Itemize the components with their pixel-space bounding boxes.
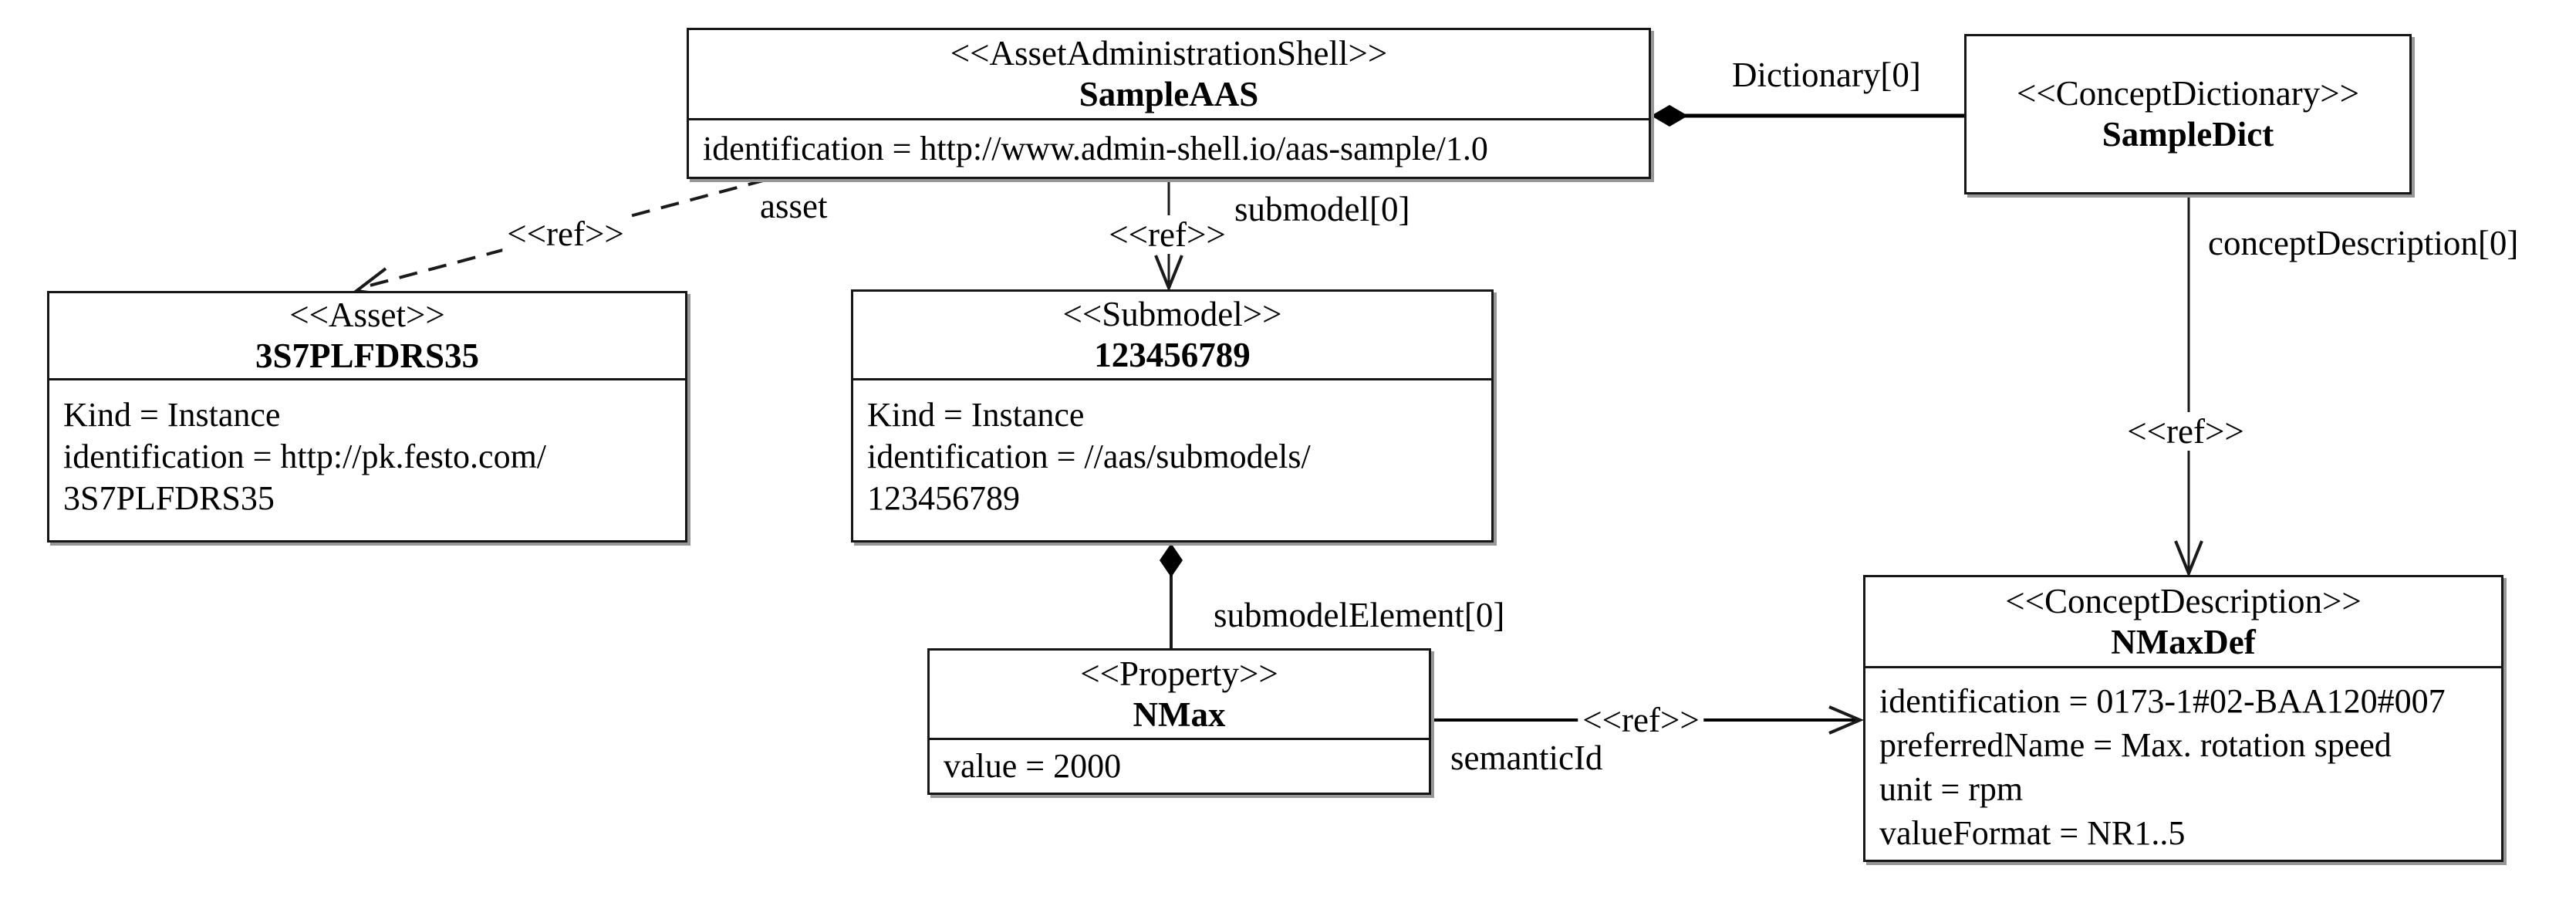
aas-stereotype: <<AssetAdministrationShell>> [950,34,1388,73]
asset-attribute-identification-cont: 3S7PLFDRS35 [63,479,275,517]
open-arrowhead-icon [2174,540,2203,578]
cd-attribute-value-format: valueFormat = NR1..5 [1879,814,2186,852]
asset-title-compartment: <<Asset>> 3S7PLFDRS35 [49,293,685,378]
submodel-stereotype: <<Submodel>> [1062,295,1282,333]
aas-attributes: identification = http://www.admin-shell.… [689,118,1649,177]
property-attribute-value: value = 2000 [944,747,1122,785]
property-box: <<Property>> NMax value = 2000 [927,648,1431,795]
concept-dictionary-name: SampleDict [2102,115,2274,154]
concept-description-edge-label: conceptDescription[0] [2208,224,2519,262]
submodel-box: <<Submodel>> 123456789 Kind = Instance i… [851,289,1494,543]
concept-description-title-compartment: <<ConceptDescription>> NMaxDef [1865,577,2501,666]
submodel-attribute-identification-cont: 123456789 [867,479,1020,517]
cd-attribute-identification: identification = 0173-1#02-BAA120#007 [1879,682,2446,720]
semantic-id-ref-stereotype-label: <<ref>> [1578,701,1704,739]
concept-description-name: NMaxDef [2111,622,2256,661]
submodel-attribute-identification: identification = //aas/submodels/ [867,438,1311,475]
submodel-name: 123456789 [1094,336,1251,374]
open-arrowhead-icon [1828,705,1865,735]
open-arrowhead-icon [1154,255,1183,292]
concept-dictionary-stereotype: <<ConceptDictionary>> [2017,74,2359,113]
cd-attribute-unit: unit = rpm [1879,770,2024,808]
concept-description-box: <<ConceptDescription>> NMaxDef identific… [1863,575,2503,862]
concept-description-ref-stereotype-label: <<ref>> [2122,412,2249,451]
asset-attribute-identification: identification = http://pk.festo.com/ [63,438,547,475]
asset-ref-edge [360,178,767,289]
concept-description-attributes: identification = 0173-1#02-BAA120#007 pr… [1865,666,2501,860]
submodel-ref-stereotype-label: <<ref>> [1104,215,1231,254]
property-stereotype: <<Property>> [1080,654,1278,693]
asset-box: <<Asset>> 3S7PLFDRS35 Kind = Instance id… [47,291,687,543]
asset-name: 3S7PLFDRS35 [255,336,480,375]
property-attributes: value = 2000 [930,738,1429,793]
asset-attribute-kind: Kind = Instance [63,396,281,434]
aas-attribute-identification: identification = http://www.admin-shell.… [703,129,1488,167]
concept-dictionary-box: <<ConceptDictionary>> SampleDict [1964,34,2412,194]
asset-stereotype: <<Asset>> [289,296,445,334]
composition-diamond-icon [1160,543,1183,577]
dictionary-edge-label: Dictionary[0] [1732,56,1921,94]
property-title-compartment: <<Property>> NMax [930,651,1429,738]
submodel-element-edge-label: submodelElement[0] [1214,596,1505,634]
submodel-edge-label: submodel[0] [1234,190,1410,228]
submodel-attribute-kind: Kind = Instance [867,396,1085,434]
aas-box: <<AssetAdministrationShell>> SampleAAS i… [687,28,1651,179]
asset-attributes: Kind = Instance identification = http://… [49,378,685,543]
aas-name: SampleAAS [1079,75,1259,113]
cd-attribute-preferred-name: preferredName = Max. rotation speed [1879,726,2392,764]
submodel-attributes: Kind = Instance identification = //aas/s… [853,378,1491,543]
semantic-id-edge-label: semanticId [1450,739,1603,777]
asset-edge-label: asset [760,187,828,225]
concept-description-stereotype: <<ConceptDescription>> [2005,581,2362,620]
aas-title-compartment: <<AssetAdministrationShell>> SampleAAS [689,30,1649,118]
property-name: NMax [1133,695,1226,734]
submodel-title-compartment: <<Submodel>> 123456789 [853,292,1491,378]
asset-ref-stereotype-label: <<ref>> [502,215,629,253]
concept-dictionary-title-compartment: <<ConceptDictionary>> SampleDict [1967,36,2409,192]
composition-diamond-icon [1651,105,1688,127]
